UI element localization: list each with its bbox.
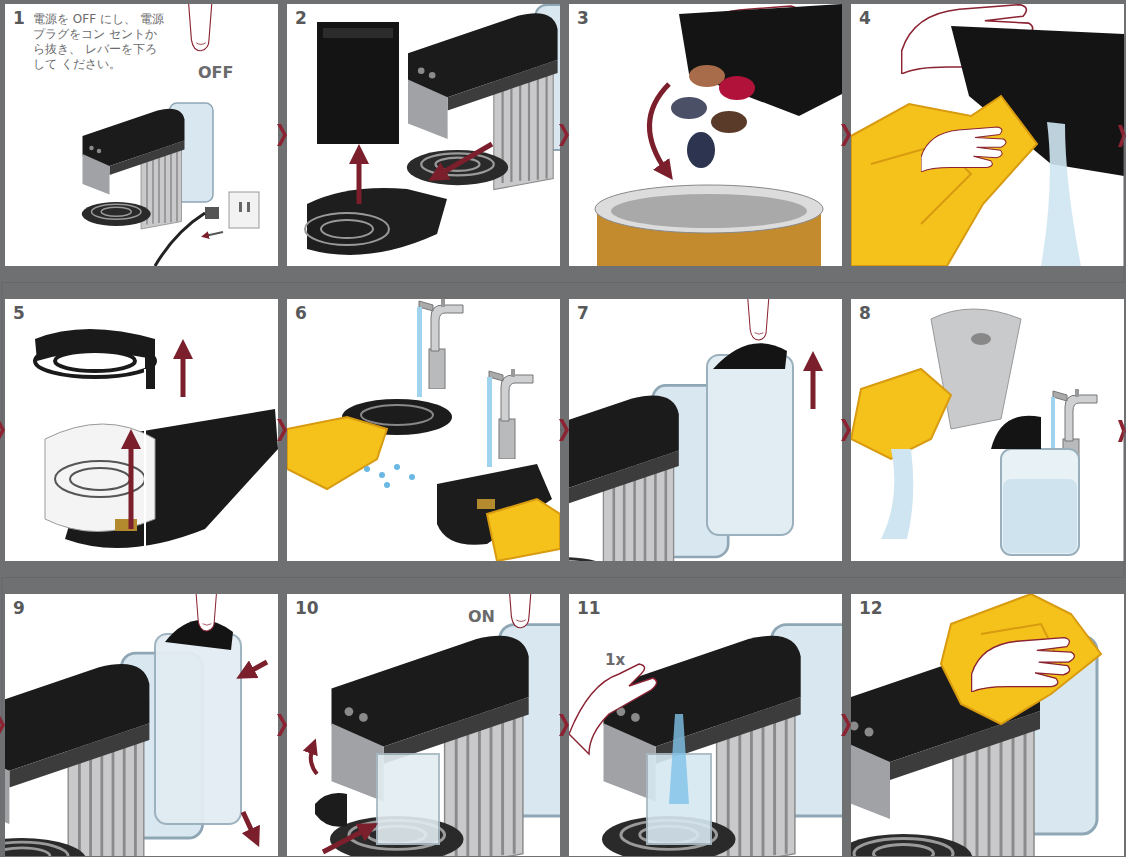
step-panel: 11 1x <box>569 594 842 856</box>
step-panel: 2 <box>287 4 560 266</box>
step-number: 1 <box>13 9 25 28</box>
step-number: 8 <box>859 304 871 323</box>
step-number: 11 <box>577 599 601 618</box>
step-panel: 5 <box>5 299 278 561</box>
instruction-text: 電源を OFF にし、 電源プラグをコン セントから抜き、 レバーを下ろして く… <box>33 12 165 72</box>
step-arrow <box>278 430 287 431</box>
step-illustration <box>287 299 560 561</box>
step-arrow <box>560 135 569 136</box>
step-panel: 7 <box>569 299 842 561</box>
step-panel: 3 <box>569 4 842 266</box>
step-number: 7 <box>577 304 589 323</box>
step-arrow <box>842 430 851 431</box>
step-illustration <box>851 5 1124 266</box>
step-arrow <box>278 135 287 136</box>
step-number: 10 <box>295 599 319 618</box>
button-label: OFF <box>198 64 233 82</box>
step-number: 9 <box>13 599 25 618</box>
step-panel: 4 <box>851 4 1124 266</box>
step-panel: 1 電源を OFF にし、 電源プラグをコン セントから抜き、 レバーを下ろして … <box>5 4 278 266</box>
step-number: 5 <box>13 304 25 323</box>
step-number: 12 <box>859 599 883 618</box>
button-label: ON <box>468 608 495 626</box>
step-arrow <box>560 725 569 726</box>
step-panel: 9 <box>5 594 278 856</box>
step-number: 2 <box>295 9 307 28</box>
step-number: 4 <box>859 9 871 28</box>
step-arrow <box>560 430 569 431</box>
step-number: 3 <box>577 9 589 28</box>
step-arrow <box>278 725 287 726</box>
step-panel: 8 <box>851 299 1124 561</box>
step-panel: 6 <box>287 299 560 561</box>
step-arrow <box>842 135 851 136</box>
step-panel: 12 <box>851 594 1124 856</box>
step-arrow <box>842 725 851 726</box>
step-number: 6 <box>295 304 307 323</box>
press-count: 1x <box>605 652 625 669</box>
step-panel: 10 ON <box>287 594 560 856</box>
